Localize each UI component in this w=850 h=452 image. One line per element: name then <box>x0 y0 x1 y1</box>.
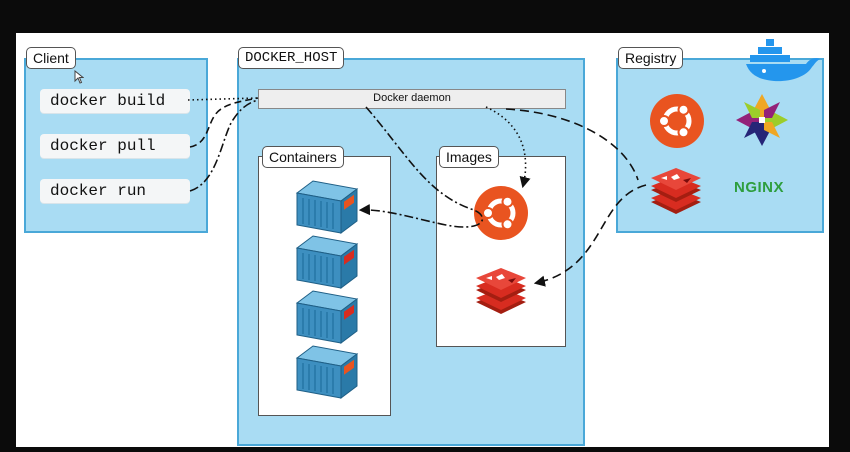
docker-whale-icon <box>746 39 820 82</box>
ubuntu-icon <box>474 186 528 240</box>
containers-label: Containers <box>262 146 344 168</box>
registry-panel <box>616 58 824 233</box>
nginx-logo: NGINX <box>734 179 785 196</box>
container-icon <box>295 345 359 399</box>
registry-label: Registry <box>618 47 684 69</box>
docker-build-command: docker build <box>40 89 190 113</box>
docker-run-command: docker run <box>40 179 190 203</box>
container-icon <box>295 235 359 289</box>
images-label: Images <box>439 146 499 168</box>
container-icon <box>295 180 359 234</box>
docker-host-label: DOCKER_HOST <box>238 47 345 69</box>
redis-icon <box>651 168 701 214</box>
docker-architecture-diagram: Client docker build docker pull docker r… <box>16 33 829 447</box>
docker-daemon-bar: Docker daemon <box>258 89 566 109</box>
client-label: Client <box>26 47 76 69</box>
ubuntu-icon <box>650 94 704 148</box>
redis-icon <box>476 268 526 314</box>
mouse-cursor-icon <box>74 70 84 84</box>
docker-pull-command: docker pull <box>40 134 190 158</box>
centos-icon <box>736 94 788 146</box>
container-icon <box>295 290 359 344</box>
